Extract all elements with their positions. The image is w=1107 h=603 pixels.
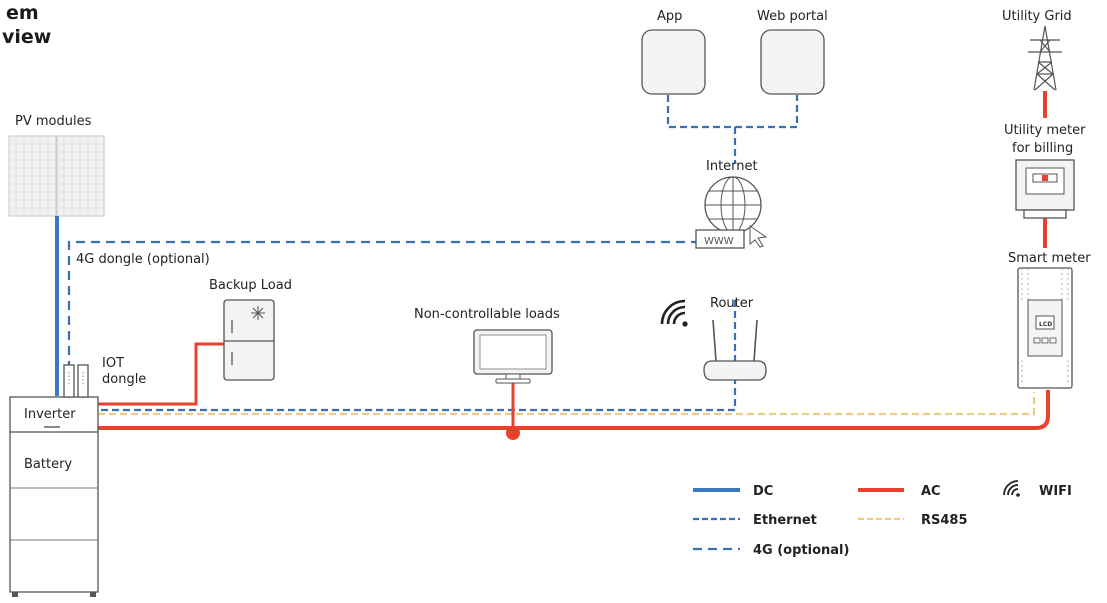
- router-icon: [703, 319, 767, 381]
- diagram-title-line1: em: [6, 2, 39, 24]
- globe-icon: [695, 176, 768, 249]
- fridge-icon: [223, 299, 275, 381]
- power-tower-icon: [1028, 25, 1062, 91]
- legend-dc-label: DC: [753, 484, 773, 499]
- wifi-icon: [660, 299, 688, 327]
- ac-backup-line: [98, 342, 224, 406]
- iot-dongle-label-line2: dongle: [102, 372, 146, 387]
- legend-ac-label: AC: [921, 484, 941, 499]
- utility-meter-label-line2: for billing: [1012, 141, 1073, 156]
- utility-meter-label-line1: Utility meter: [1004, 123, 1086, 138]
- inverter-label: Inverter: [24, 407, 76, 422]
- iot-dongle-icon: [63, 364, 89, 398]
- smart-meter-lcd-text: LCD: [1039, 321, 1052, 328]
- www-label: WWW: [704, 236, 734, 247]
- web-portal-device-icon: [760, 29, 825, 95]
- pv-modules-icon: [8, 135, 105, 217]
- legend-4g-label: 4G (optional): [753, 543, 849, 558]
- utility-meter-icon: [1015, 159, 1075, 219]
- legend-wifi-icon: [1003, 480, 1020, 497]
- legend-rs485-label: RS485: [921, 513, 968, 528]
- utility-grid-label: Utility Grid: [1002, 9, 1072, 24]
- legend-ethernet-label: Ethernet: [753, 513, 817, 528]
- legend: DC AC WIFI Ethernet RS485 4G (optional): [693, 480, 1072, 558]
- non-controllable-loads-label: Non-controllable loads: [414, 307, 560, 322]
- 4g-dashed-line: [67, 240, 734, 370]
- inverter-battery-stack: [9, 396, 99, 597]
- battery-label: Battery: [24, 457, 72, 472]
- ac-junction: [506, 426, 520, 440]
- diagram-title-line2: view: [2, 26, 51, 48]
- pv-modules-label: PV modules: [15, 114, 92, 129]
- iot-dongle-label-line1: IOT: [102, 356, 124, 371]
- monitor-icon: [473, 329, 553, 384]
- internet-label: Internet: [706, 159, 758, 174]
- ethernet-router-line: [98, 300, 737, 412]
- router-label: Router: [710, 296, 754, 311]
- app-label: App: [657, 9, 682, 24]
- smart-meter-icon: [1017, 267, 1073, 389]
- backup-load-label: Backup Load: [209, 278, 292, 293]
- legend-wifi-label: WIFI: [1039, 484, 1072, 499]
- ethernet-cloud-line: [666, 95, 799, 129]
- ac-main-line: [98, 390, 1050, 430]
- 4g-dongle-label: 4G dongle (optional): [76, 252, 210, 267]
- web-portal-label: Web portal: [757, 9, 828, 24]
- smart-meter-label: Smart meter: [1008, 251, 1091, 266]
- app-device-icon: [641, 29, 706, 95]
- rs485-line: [98, 392, 1036, 416]
